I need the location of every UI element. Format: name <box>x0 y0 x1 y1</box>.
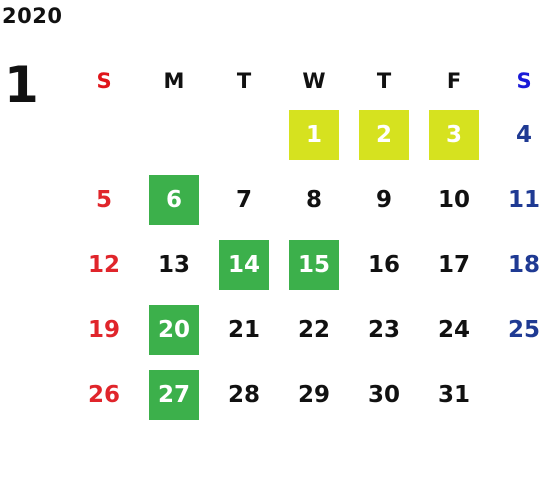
day-number: 8 <box>305 186 322 213</box>
weekday-header-0: S <box>96 69 112 93</box>
day-number: 13 <box>157 251 190 278</box>
day-cell-13[interactable]: 13 <box>139 232 209 297</box>
day-cell-2[interactable]: 2 <box>349 102 419 167</box>
day-number: 29 <box>297 381 330 408</box>
day-cell-1[interactable]: 1 <box>279 102 349 167</box>
day-cell-24[interactable]: 24 <box>419 297 489 362</box>
day-number: 26 <box>87 381 120 408</box>
day-cell-27[interactable]: 27 <box>139 362 209 427</box>
day-cell-26[interactable]: 26 <box>69 362 139 427</box>
day-cell-23[interactable]: 23 <box>349 297 419 362</box>
day-number: 10 <box>437 186 470 213</box>
day-number: 3 <box>429 109 479 160</box>
day-cell-4[interactable]: 4 <box>489 102 548 167</box>
day-number: 19 <box>87 316 120 343</box>
empty-cell <box>209 102 279 167</box>
day-number: 31 <box>437 381 470 408</box>
day-number: 2 <box>359 109 409 160</box>
weekday-header-1: M <box>163 69 185 93</box>
day-cell-28[interactable]: 28 <box>209 362 279 427</box>
day-cell-22[interactable]: 22 <box>279 297 349 362</box>
day-cell-29[interactable]: 29 <box>279 362 349 427</box>
day-number: 17 <box>437 251 470 278</box>
day-number: 18 <box>507 251 540 278</box>
day-number: 1 <box>289 109 339 160</box>
weekday-header-6: S <box>516 69 532 93</box>
day-cell-30[interactable]: 30 <box>349 362 419 427</box>
day-cell-9[interactable]: 9 <box>349 167 419 232</box>
year-label: 2020 <box>2 4 63 28</box>
day-number: 20 <box>149 304 199 355</box>
day-cell-21[interactable]: 21 <box>209 297 279 362</box>
weekday-header-2: T <box>236 69 252 93</box>
day-cell-6[interactable]: 6 <box>139 167 209 232</box>
day-number: 27 <box>149 369 199 420</box>
day-cell-12[interactable]: 12 <box>69 232 139 297</box>
day-number: 15 <box>289 239 339 290</box>
day-cell-14[interactable]: 14 <box>209 232 279 297</box>
day-cell-3[interactable]: 3 <box>419 102 489 167</box>
empty-cell <box>139 102 209 167</box>
day-cell-7[interactable]: 7 <box>209 167 279 232</box>
day-number: 7 <box>235 186 252 213</box>
day-number: 5 <box>95 186 112 213</box>
day-number: 30 <box>367 381 400 408</box>
day-number: 12 <box>87 251 120 278</box>
empty-cell <box>69 102 139 167</box>
day-number: 22 <box>297 316 330 343</box>
day-cell-5[interactable]: 5 <box>69 167 139 232</box>
day-number: 6 <box>149 174 199 225</box>
weekday-header-5: F <box>446 69 462 93</box>
weekday-header-3: W <box>302 69 326 93</box>
day-cell-10[interactable]: 10 <box>419 167 489 232</box>
day-cell-31[interactable]: 31 <box>419 362 489 427</box>
day-number: 23 <box>367 316 400 343</box>
day-cell-16[interactable]: 16 <box>349 232 419 297</box>
day-cell-20[interactable]: 20 <box>139 297 209 362</box>
day-cell-18[interactable]: 18 <box>489 232 548 297</box>
day-cell-15[interactable]: 15 <box>279 232 349 297</box>
day-number: 25 <box>507 316 540 343</box>
weekday-header-4: T <box>376 69 392 93</box>
day-number: 24 <box>437 316 470 343</box>
day-cell-8[interactable]: 8 <box>279 167 349 232</box>
day-cell-11[interactable]: 11 <box>489 167 548 232</box>
day-number: 16 <box>367 251 400 278</box>
day-cell-17[interactable]: 17 <box>419 232 489 297</box>
day-number: 28 <box>227 381 260 408</box>
day-number: 9 <box>375 186 392 213</box>
day-number: 21 <box>227 316 260 343</box>
day-number: 11 <box>507 186 540 213</box>
day-cell-19[interactable]: 19 <box>69 297 139 362</box>
month-label: 1 <box>4 56 39 114</box>
day-number: 4 <box>515 121 532 148</box>
day-cell-25[interactable]: 25 <box>489 297 548 362</box>
day-number: 14 <box>219 239 269 290</box>
